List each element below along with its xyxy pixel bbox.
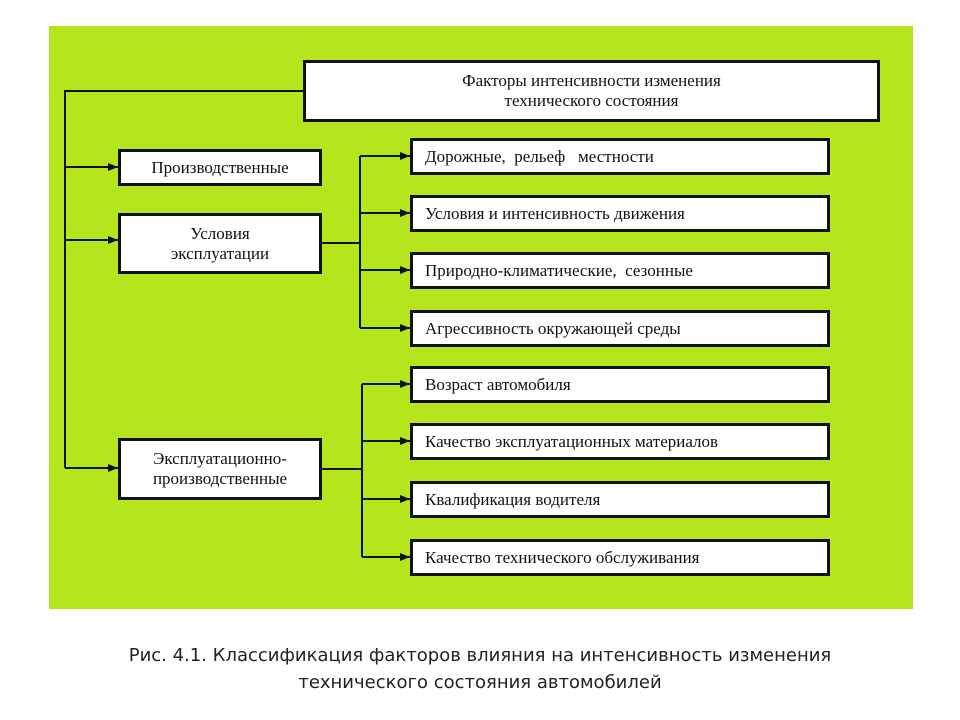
factor-label-climate: Природно-климатические, сезонные: [425, 260, 693, 280]
factor-box-age: Возраст автомобиля: [410, 366, 830, 403]
root-label: Факторы интенсивности изменения техничес…: [462, 71, 721, 110]
factor-box-traffic: Условия и интенсивность движения: [410, 195, 830, 232]
factor-label-driver: Квалификация водителя: [425, 489, 601, 509]
factor-label-service: Качество технического обслуживания: [425, 547, 700, 567]
factor-box-service: Качество технического обслуживания: [410, 539, 830, 576]
factor-label-age: Возраст автомобиля: [425, 374, 571, 394]
group-label-operating-conditions: Условия эксплуатации: [170, 223, 270, 263]
factor-label-traffic: Условия и интенсивность движения: [425, 203, 685, 223]
group-box-operating-production: Эксплуатационно- производственные: [118, 438, 322, 500]
factor-box-aggressive: Агрессивность окружающей среды: [410, 310, 830, 347]
factor-label-materials: Качество эксплуатационных материалов: [425, 431, 719, 451]
factor-box-driver: Квалификация водителя: [410, 481, 830, 518]
factor-box-climate: Природно-климатические, сезонные: [410, 252, 830, 289]
factor-box-road: Дорожные, рельеф местности: [410, 138, 830, 175]
factor-label-road: Дорожные, рельеф местности: [425, 146, 654, 166]
factor-box-materials: Качество эксплуатационных материалов: [410, 423, 830, 460]
group-label-production: Производственные: [151, 157, 289, 177]
root-box: Факторы интенсивности изменения техничес…: [303, 60, 880, 122]
factor-label-aggressive: Агрессивность окружающей среды: [425, 318, 681, 338]
group-box-operating-conditions: Условия эксплуатации: [118, 213, 322, 274]
figure-caption: Рис. 4.1. Классификация факторов влияния…: [128, 645, 832, 693]
group-box-production: Производственные: [118, 149, 322, 186]
group-label-operating-production: Эксплуатационно- производственные: [152, 449, 288, 488]
